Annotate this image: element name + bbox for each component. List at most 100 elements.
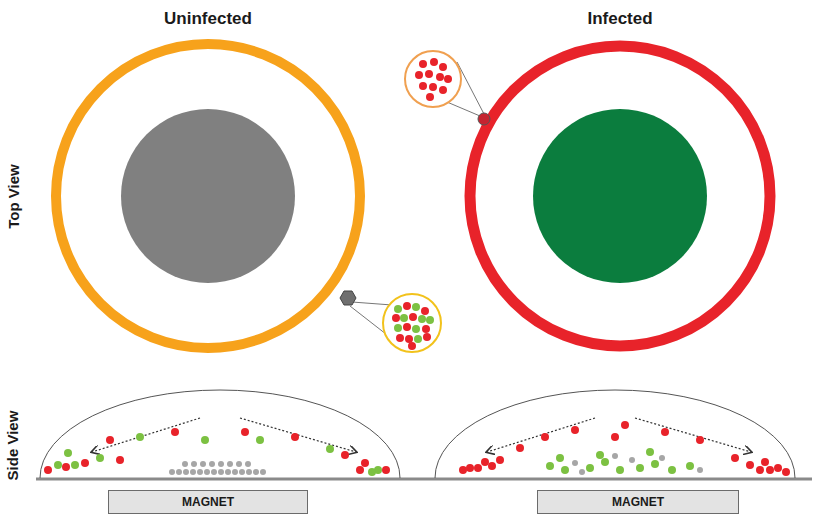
particle [211, 469, 217, 475]
particle [430, 58, 438, 66]
particle [218, 461, 224, 467]
particle [616, 466, 624, 474]
particle [392, 314, 400, 322]
particle [227, 461, 233, 467]
particle [200, 461, 206, 467]
particle [218, 469, 224, 475]
particle [444, 75, 452, 83]
green-spot [533, 109, 707, 283]
particle [651, 460, 659, 468]
particle [466, 464, 474, 472]
leader-line [352, 302, 392, 305]
particle [183, 469, 189, 475]
flow-arrow [635, 418, 751, 452]
particle [201, 436, 209, 444]
particle [596, 451, 604, 459]
flow-arrow [240, 418, 356, 452]
particle [579, 469, 585, 475]
particle [382, 466, 390, 474]
zoom-spot [478, 113, 490, 125]
leader-line [447, 102, 480, 116]
particle [571, 426, 579, 434]
leader-line [457, 62, 484, 114]
particle [403, 302, 411, 310]
orange-ring [56, 44, 360, 348]
particle [686, 462, 694, 470]
particle [661, 428, 669, 436]
particle [556, 454, 564, 462]
column-header: Uninfected [164, 9, 252, 29]
particle [425, 70, 433, 78]
particle [414, 335, 422, 343]
particle [182, 461, 188, 467]
particle [62, 463, 70, 471]
zoom-spot [340, 291, 356, 305]
particle [245, 461, 251, 467]
particle [396, 334, 404, 342]
particle [516, 444, 524, 452]
particle [646, 448, 654, 456]
particle [44, 466, 52, 474]
particle [116, 456, 124, 464]
particle [236, 461, 242, 467]
particle [54, 461, 62, 469]
particle [176, 469, 182, 475]
particle [209, 461, 215, 467]
particle [169, 469, 175, 475]
particle [400, 314, 408, 322]
particle [756, 466, 764, 474]
particle [408, 342, 416, 350]
particle [341, 451, 349, 459]
magnet-label: MAGNET [182, 495, 234, 509]
particle [436, 73, 444, 81]
particle [239, 469, 245, 475]
row-label: Top View [5, 164, 22, 228]
particle [541, 433, 549, 441]
particle [601, 458, 609, 466]
particle [746, 461, 754, 469]
column-header: Infected [587, 9, 652, 29]
particle [761, 458, 769, 466]
particle [611, 433, 619, 441]
particle [246, 469, 252, 475]
particle [586, 464, 594, 472]
flow-arrow [487, 418, 595, 452]
particle [572, 460, 578, 466]
magnet-label: MAGNET [612, 495, 664, 509]
particle [419, 82, 427, 90]
particle [253, 469, 259, 475]
particle [190, 469, 196, 475]
particle [136, 433, 144, 441]
particle [481, 458, 489, 466]
particle [361, 459, 369, 467]
particle [415, 71, 423, 79]
particle [659, 455, 665, 461]
zoom-circle [383, 294, 441, 352]
zoom-circle [405, 51, 461, 107]
particle [409, 313, 417, 321]
magnet-box: MAGNET [537, 490, 739, 514]
particle [439, 63, 447, 71]
particle [412, 303, 420, 311]
particle [419, 60, 427, 68]
particle [403, 323, 411, 331]
particle [197, 469, 203, 475]
particle [71, 461, 79, 469]
particle [171, 428, 179, 436]
gray-spot [121, 109, 295, 283]
particle [766, 466, 774, 474]
particle [106, 436, 114, 444]
particle [96, 454, 104, 462]
particle [439, 86, 447, 94]
particle [496, 456, 504, 464]
particle [546, 462, 554, 470]
particle [561, 466, 569, 474]
droplet [40, 390, 400, 478]
particle [418, 315, 426, 323]
particle [697, 467, 703, 473]
particle [394, 305, 402, 313]
droplet [435, 390, 795, 478]
particle [621, 421, 629, 429]
particle [291, 433, 299, 441]
